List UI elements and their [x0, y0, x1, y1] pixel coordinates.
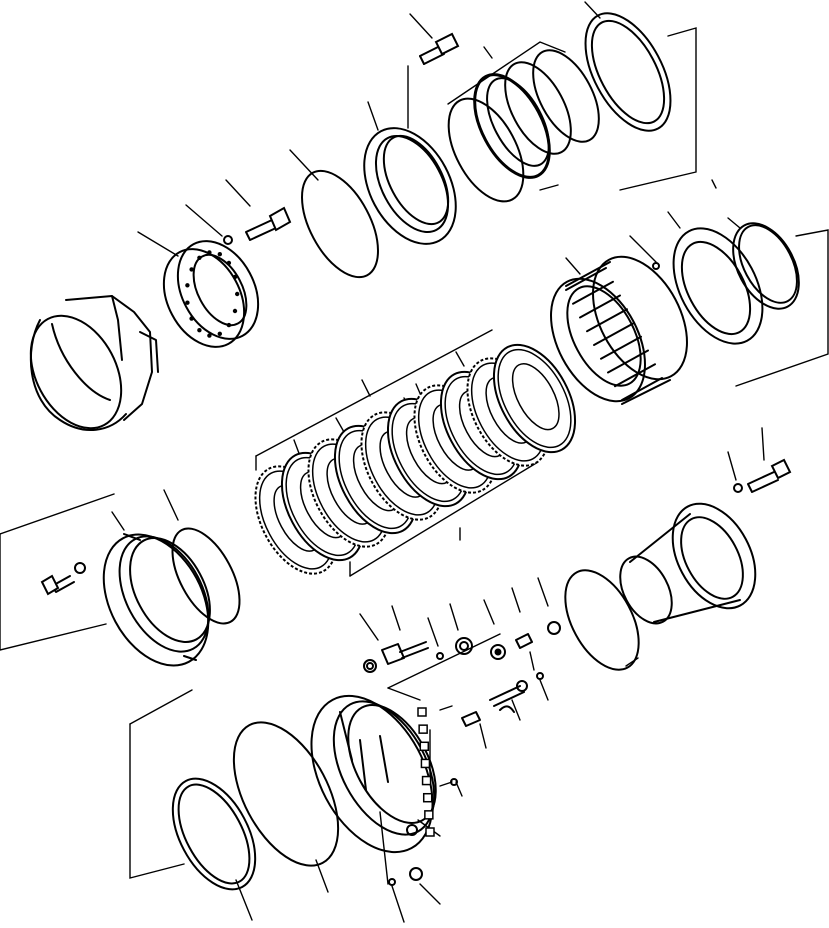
drum-rib: [572, 280, 614, 305]
bearing-ball: [232, 308, 238, 314]
snap-ring-right: [732, 222, 800, 310]
drum-rib: [593, 322, 635, 346]
drum-rib: [586, 308, 628, 333]
clutch-plate-stack: [254, 343, 577, 575]
bearing-ball: [232, 274, 238, 280]
drum-rib: [565, 267, 607, 291]
flange-ring: [363, 127, 457, 245]
bearing-ball: [197, 328, 202, 333]
drum-rib: [614, 363, 656, 388]
housing-tooth: [422, 792, 433, 803]
housing-tooth: [425, 827, 435, 837]
drum-rib: [579, 294, 621, 319]
seal-ring-bottom: [171, 777, 257, 891]
piston-housing-left: [102, 533, 211, 667]
bearing-ball: [207, 333, 212, 338]
bolt-top: [419, 32, 460, 65]
bolt-washer-right: [733, 458, 792, 493]
bearing-ball: [189, 267, 194, 272]
bearing: [162, 240, 260, 348]
bearing-ball: [217, 252, 222, 257]
bearing-ball: [217, 331, 222, 336]
bolt-washer-left: [40, 562, 86, 596]
bearing-ball: [235, 291, 240, 297]
housing-left: [29, 295, 159, 432]
drum-rib: [607, 349, 649, 374]
housing-tooth: [418, 724, 428, 734]
o-ring-right: [564, 569, 640, 671]
small-fittings: [363, 621, 561, 886]
o-ring-upper: [301, 169, 379, 279]
housing-tooth: [419, 741, 430, 752]
bearing-ball: [185, 300, 190, 305]
housing-tooth: [421, 775, 432, 786]
o-ring-bottom: [232, 721, 340, 867]
bearing-ball: [185, 283, 190, 288]
housing-tooth: [420, 758, 431, 769]
bearing-ball: [226, 322, 232, 328]
bearing-ball: [189, 316, 194, 321]
large-ring-top-right: [584, 12, 672, 132]
clutch-drum: [550, 255, 688, 405]
housing-tooth: [417, 707, 427, 717]
o-ring-left: [171, 527, 241, 625]
drum-rib: [600, 335, 642, 360]
bearing-ball: [197, 255, 202, 260]
bearing-ball: [207, 250, 212, 255]
bolt-washer-upper: [223, 206, 292, 245]
drum-rib: [621, 377, 663, 401]
seal-ring-group-top: [447, 49, 600, 203]
clutch-plate: [492, 343, 577, 454]
housing-tooth: [424, 810, 434, 820]
retainer-plate-right: [652, 227, 764, 345]
output-hub: [619, 502, 757, 625]
piston-housing-lower: [310, 694, 437, 854]
bearing-ball: [226, 260, 232, 266]
